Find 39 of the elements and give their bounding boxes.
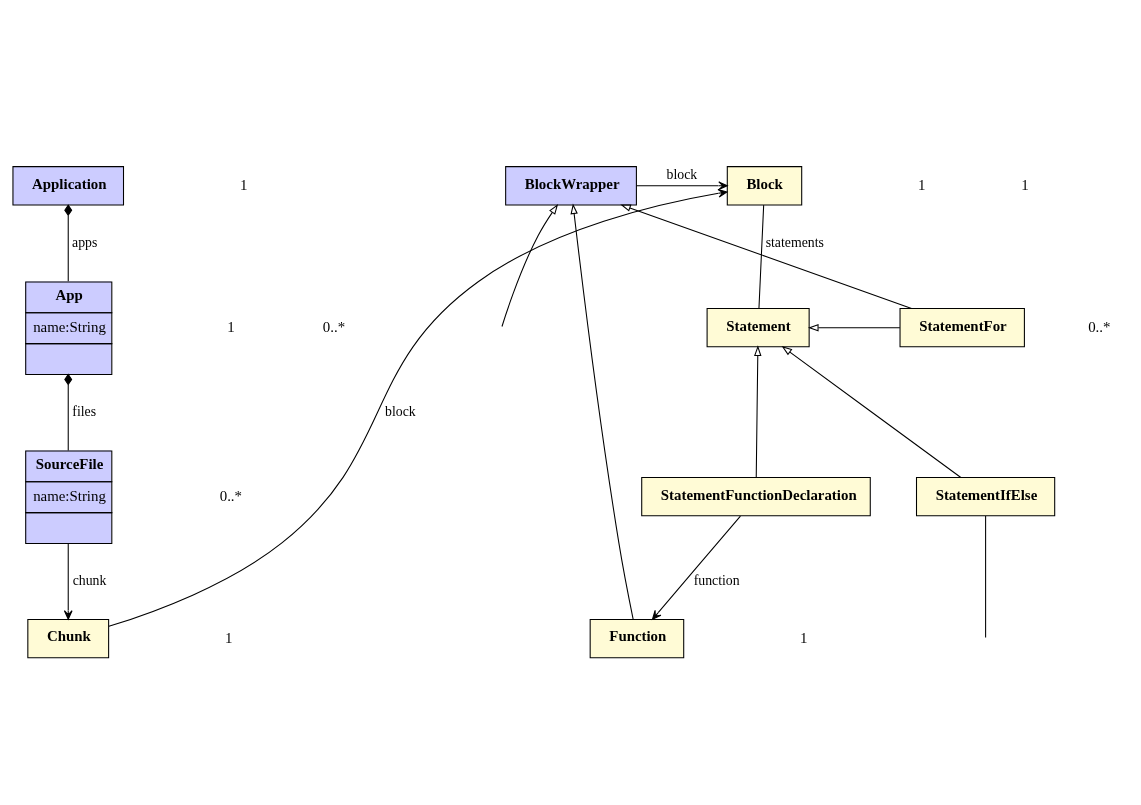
node-box: StatementFor	[899, 308, 1025, 348]
node-box: Chunk	[27, 618, 110, 659]
arrow	[501, 203, 559, 327]
edge-label: block	[385, 403, 416, 419]
label: 0..*	[322, 318, 346, 335]
connector	[985, 515, 987, 638]
edge-label: block	[666, 166, 698, 182]
arrow	[636, 181, 728, 191]
edge-label: apps	[72, 234, 98, 250]
label: 0..*	[219, 487, 243, 504]
node-box: Statement	[706, 308, 810, 348]
arrow	[652, 515, 741, 620]
arrow	[620, 204, 913, 310]
label: 1	[225, 629, 233, 646]
arrow	[108, 189, 728, 627]
label: 1	[239, 176, 248, 193]
edge-label: function	[693, 572, 740, 588]
node-box: Block	[726, 166, 803, 206]
arrow	[63, 542, 73, 620]
connector	[64, 204, 73, 282]
node-box: StatementIfElse	[916, 477, 1056, 517]
edge-label: files	[72, 403, 97, 419]
label: 1	[227, 318, 235, 335]
node-box: Function	[589, 618, 685, 659]
arrow	[570, 203, 634, 620]
node-box: BlockWrapper	[505, 166, 637, 206]
node-box: Application	[12, 166, 125, 206]
arrow	[754, 345, 762, 478]
node-box: StatementFunctionDeclaration	[641, 477, 871, 517]
edge-label: chunk	[72, 572, 107, 588]
label: 0..*	[1088, 318, 1111, 335]
connector	[758, 204, 765, 309]
arrow	[781, 346, 962, 478]
label: 1	[1021, 176, 1029, 193]
connector	[64, 373, 73, 451]
edge-label: statements	[765, 234, 824, 250]
arrow	[807, 323, 901, 332]
label: 1	[800, 629, 808, 646]
label: 1	[918, 176, 926, 193]
